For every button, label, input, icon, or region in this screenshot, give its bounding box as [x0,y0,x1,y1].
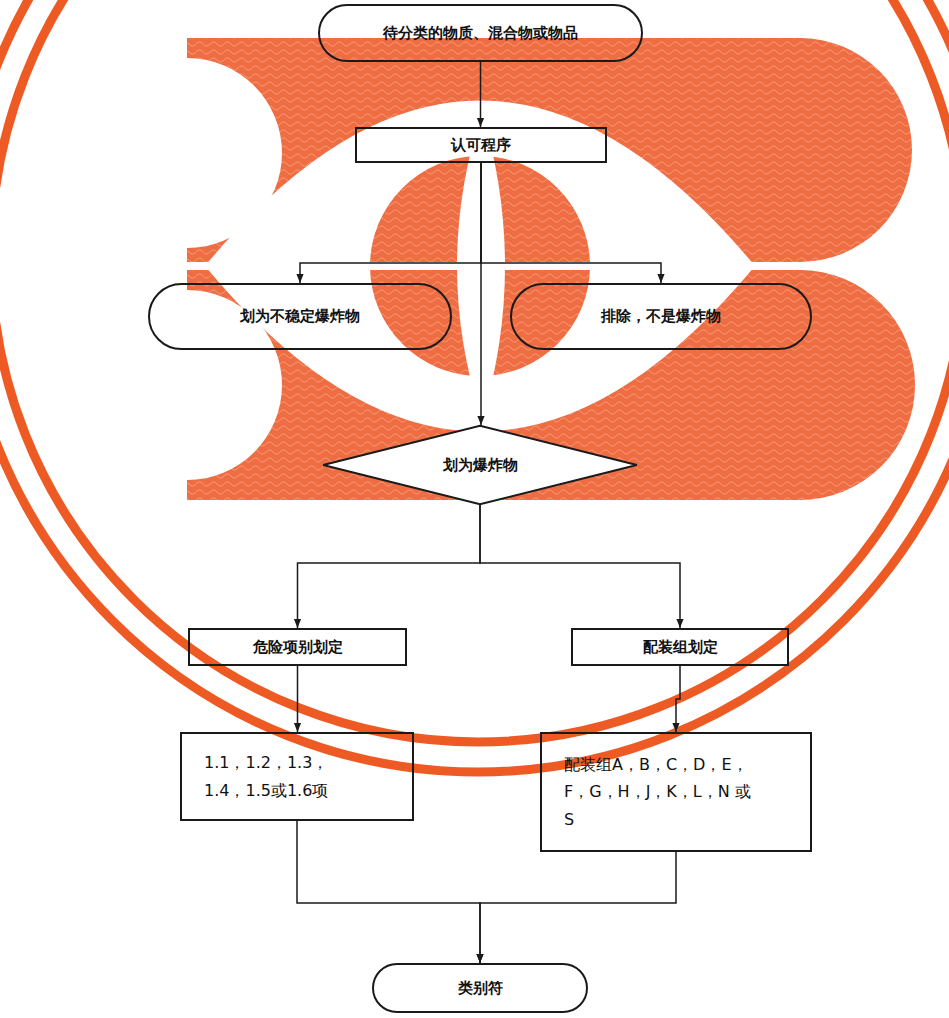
end-terminal: 类别符 [372,963,588,1013]
flow-arrow [480,62,482,127]
ring-outer [0,0,949,772]
flow-arrow [676,666,680,732]
process-box: 危险项别划定 [188,628,407,666]
node-label: 待分类的物质、混合物或物品 [383,22,578,45]
flow-arrow [297,821,480,963]
outcome-terminal: 划为不稳定爆炸物 [148,283,452,350]
process-box: 配装组划定 [571,628,789,666]
decision-diamond: 划为爆炸物 [320,425,640,505]
process-box: 认可程序 [355,127,607,163]
node-label: 配装组划定 [643,636,718,659]
node-label: 排除，不是爆炸物 [601,305,721,328]
flow-arrow [298,505,481,628]
node-label: 危险项别划定 [253,636,343,659]
outcome-terminal: 排除，不是爆炸物 [510,283,812,350]
flow-arrow [480,505,680,628]
eye-emblem [187,38,915,500]
node-label: 类别符 [458,977,503,1000]
node-label: 配装组A，B，C，D，E， F，G，H，J，K，L，N 或S [564,751,754,833]
node-label: 划为不稳定爆炸物 [240,305,360,328]
node-label: 划为爆炸物 [443,454,518,477]
result-box: 配装组A，B，C，D，E， F，G，H，J，K，L，N 或S [540,732,812,852]
ring-inner [0,0,949,742]
node-label: 认可程序 [451,134,511,157]
flow-arrow [297,666,299,732]
flow-arrow [480,163,482,425]
flow-arrow [481,163,661,283]
node-label: 1.1，1.2，1.3， 1.4，1.5或1.6项 [204,749,354,803]
flow-arrow [480,852,676,963]
result-box: 1.1，1.2，1.3， 1.4，1.5或1.6项 [180,732,414,821]
start-terminal: 待分类的物质、混合物或物品 [318,4,643,62]
diamond-shape [323,426,637,504]
flow-arrow [300,163,481,283]
